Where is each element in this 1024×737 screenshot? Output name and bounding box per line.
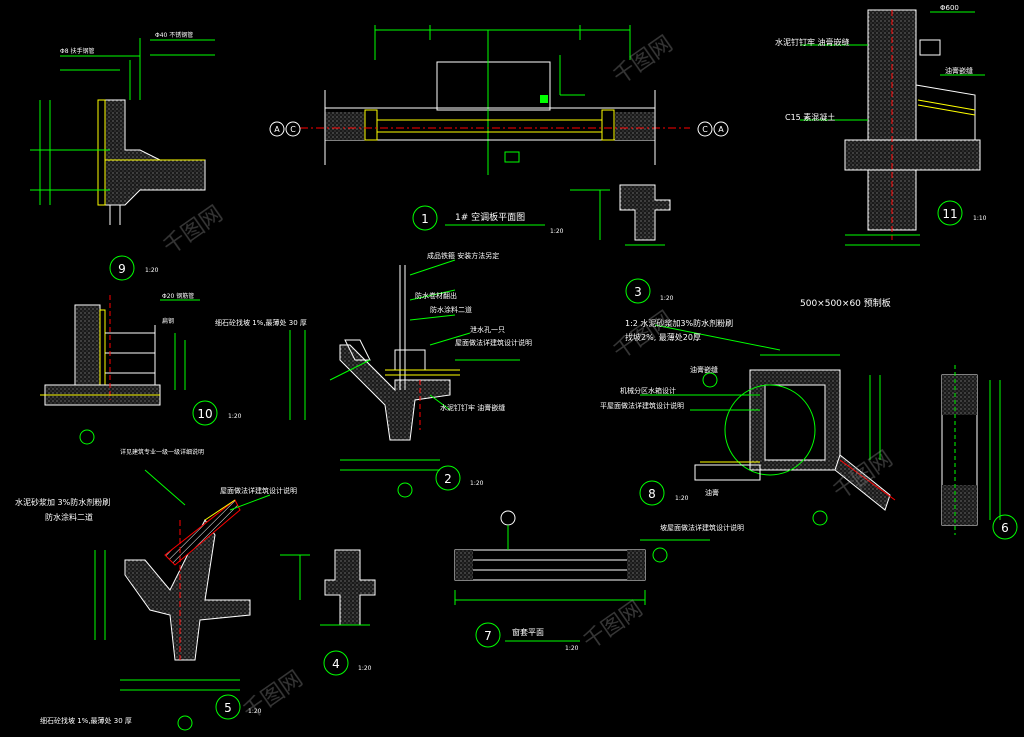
detail-5-note-b: 水泥砂浆加 3%防水剂粉刷 [15,497,110,507]
watermark-1: 千图网 [159,202,227,260]
detail-4-number: 4 [332,657,340,671]
grid-axis-right-2: A [718,125,724,134]
detail-2-number: 2 [444,472,452,486]
detail-1-label: 1 1# 空调板平面图 1:20 [412,205,564,235]
detail-8-note-e: 平屋面做法详建筑设计说明 [600,401,684,410]
detail-8-title: 500×500×60 预制板 [800,297,891,309]
detail-9-note-a: Φ8 扶手钢管 [60,47,94,55]
detail-3: 3 1:20 [570,184,674,304]
detail-10: 10 1:20 Φ20 钢筋管 扁钢 [40,292,242,445]
detail-7-marker [652,547,668,563]
detail-4-scale: 1:20 [358,665,372,672]
detail-8-note-d: 机械分区水箱设计 [620,386,676,395]
detail-8-note-f: 坡屋面做法详建筑设计说明 [660,523,744,532]
detail-8-number: 8 [648,487,656,501]
detail-8-note-g: 油膏 [705,488,719,497]
detail-8-scale: 1:20 [675,495,689,502]
grid-axis-markers: A C C A [269,121,729,137]
detail-11-note-right: 油膏嵌缝 [945,66,973,75]
detail-9: 9 1:20 Φ8 扶手钢管 Φ40 不锈钢管 [30,31,215,281]
detail-2-note-top: 成品铁箍 安装方法另定 [427,251,499,260]
detail-11-note-mid: C15 素混凝土 [785,112,835,122]
detail-10-note-b: 扁钢 [162,317,174,325]
detail-5-note-e: 细石砼找坡 1%,最薄处 30 厚 [40,716,132,725]
detail-2-note-c: 泄水孔一只 [470,325,505,334]
detail-2-note-a: 防水卷材翻出 [415,291,457,300]
detail-2-scale: 1:20 [470,480,484,487]
detail-11: 11 1:10 水泥钉钉牢 油膏嵌缝 C15 素混凝土 Φ600 油膏嵌缝 [775,4,987,246]
detail-5-scale: 1:20 [248,708,262,715]
detail-5: 5 1:20 详见建筑专业一级一级详细说明 水泥砂浆加 3%防水剂粉刷 防水涂料… [15,448,297,731]
watermark-2: 千图网 [609,32,677,90]
detail-7: 7 窗套平面 1:20 [454,510,646,652]
detail-8-note-b: 找坡2%, 最薄处20厚 [625,332,701,342]
detail-5-note-d: 屋面做法详建筑设计说明 [220,486,297,495]
detail-3-number: 3 [634,285,642,299]
detail-9-note-b: Φ40 不锈钢管 [155,31,193,39]
detail-9-scale: 1:20 [145,267,159,274]
detail-11-note-diameter: Φ600 [940,4,959,12]
detail-10-scale: 1:20 [228,413,242,420]
detail-10-number: 10 [197,407,212,421]
detail-5-number: 5 [224,701,232,715]
detail-7-number: 7 [484,629,492,643]
detail-7-scale: 1:20 [565,645,579,652]
detail-2-note-e: 细石砼找坡 1%,最薄处 30 厚 [215,318,307,327]
detail-1-scale: 1:20 [550,228,564,235]
grid-axis-left-2: C [290,125,296,134]
detail-7-title: 窗套平面 [512,627,544,637]
detail-8-note-c: 油膏嵌缝 [690,365,718,374]
detail-2-note-b: 防水涂料二道 [430,305,472,314]
detail-2: 2 1:20 成品铁箍 安装方法另定 防水卷材翻出 防水涂料二道 泄水孔一只 屋… [215,251,532,498]
detail-6-number: 6 [1001,521,1009,535]
detail-5-note-a: 详见建筑专业一级一级详细说明 [120,448,204,456]
grid-axis-left-1: A [274,125,280,134]
detail-11-note-top: 水泥钉钉牢 油膏嵌缝 [775,37,850,47]
detail-11-scale: 1:10 [973,215,987,222]
detail-10-note-a: Φ20 钢筋管 [162,292,194,300]
detail-3-scale: 1:20 [660,295,674,302]
detail-5-note-c: 防水涂料二道 [45,512,93,522]
detail-9-number: 9 [118,262,126,276]
detail-11-number: 11 [942,207,957,221]
detail-1-number: 1 [421,212,429,226]
detail-1-title: 1# 空调板平面图 [455,211,525,223]
detail-8: 8 1:20 500×500×60 预制板 1:2 水泥砂浆加3%防水剂粉刷 找… [600,297,896,532]
watermark-4: 千图网 [239,667,307,725]
watermark-3: 千图网 [579,597,647,655]
grid-axis-right-1: C [702,125,708,134]
detail-8-note-a: 1:2 水泥砂浆加3%防水剂粉刷 [625,318,733,328]
detail-2-note-d: 屋面做法详建筑设计说明 [455,338,532,347]
detail-1-plan [300,25,690,175]
detail-6: 6 [941,365,1018,540]
detail-2-note-f: 水泥钉钉牢 油膏嵌缝 [440,403,505,412]
detail-4: 4 1:20 [280,549,376,676]
